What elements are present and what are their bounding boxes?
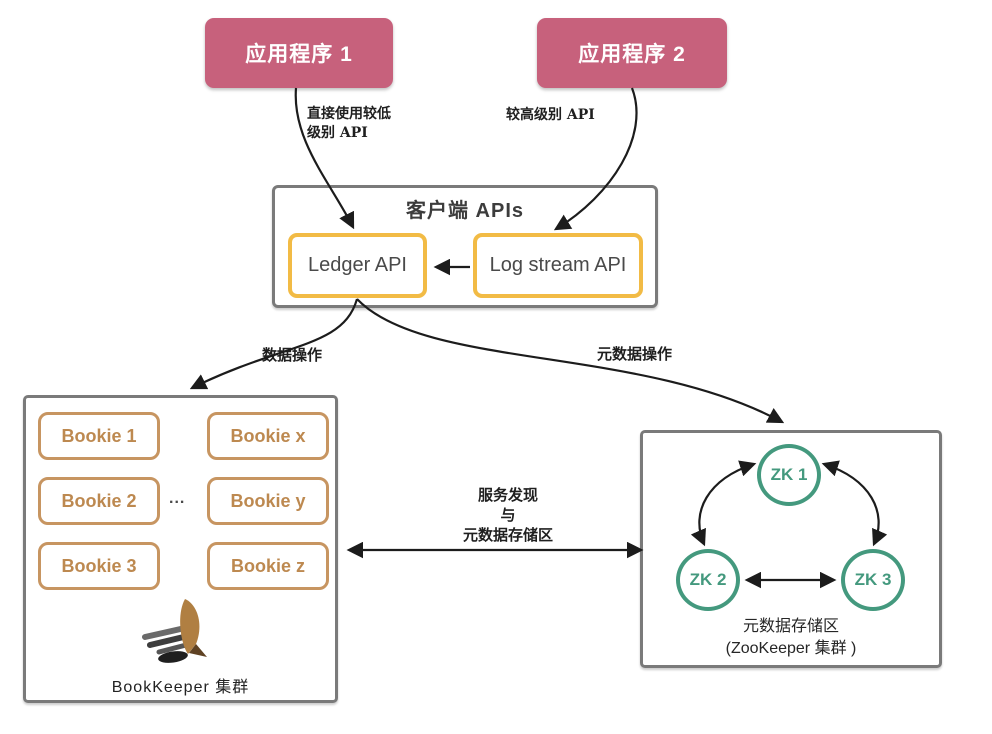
service-discovery-label-line1: 服务发现 xyxy=(477,486,538,504)
edge-label-low-level-api-line2: 级别 API xyxy=(307,125,368,141)
bookie-2-box: Bookie 2 xyxy=(38,477,160,525)
edge-label-high-level-api: 较高级别 API xyxy=(506,107,595,123)
zookeeper-cluster-label-line1: 元数据存储区 xyxy=(742,618,839,635)
bookkeeper-quill-icon xyxy=(142,599,207,663)
zk-3-node: ZK 3 xyxy=(841,549,905,611)
log-stream-api-box: Log stream API xyxy=(473,233,643,298)
application-1-box: 应用程序 1 xyxy=(205,18,393,88)
ledger-api-box: Ledger API xyxy=(288,233,427,298)
service-discovery-label: 服务发现 与 元数据存储区 xyxy=(418,485,598,545)
bookie-z-box: Bookie z xyxy=(207,542,329,590)
zk-2-node: ZK 2 xyxy=(676,549,740,611)
service-discovery-label-line2: 与 xyxy=(500,506,516,524)
bookie-x-box: Bookie x xyxy=(207,412,329,460)
zookeeper-cluster-label-line2: (ZooKeeper 集群 ) xyxy=(725,640,857,657)
service-discovery-label-line3: 元数据存储区 xyxy=(462,526,553,544)
bookkeeper-cluster-label: BookKeeper 集群 xyxy=(111,679,250,696)
application-2-box: 应用程序 2 xyxy=(537,18,727,88)
bookie-ellipsis: ... xyxy=(169,490,186,507)
edge-label-metadata-ops: 元数据操作 xyxy=(597,345,673,363)
arrow-client-to-zookeeper xyxy=(356,298,785,424)
client-apis-title: 客户端 APIs xyxy=(405,200,525,222)
arrow-client-to-bookkeeper xyxy=(189,298,359,390)
edge-label-low-level-api: 直接使用较低 级别 API xyxy=(307,105,417,143)
zookeeper-cluster-label: 元数据存储区 (ZooKeeper 集群 ) xyxy=(640,616,942,660)
edge-label-data-ops: 数据操作 xyxy=(262,346,323,364)
bookie-y-box: Bookie y xyxy=(207,477,329,525)
zk-1-node: ZK 1 xyxy=(757,444,821,506)
bookie-1-box: Bookie 1 xyxy=(38,412,160,460)
bookie-3-box: Bookie 3 xyxy=(38,542,160,590)
edge-label-low-level-api-line1: 直接使用较低 xyxy=(307,106,391,122)
